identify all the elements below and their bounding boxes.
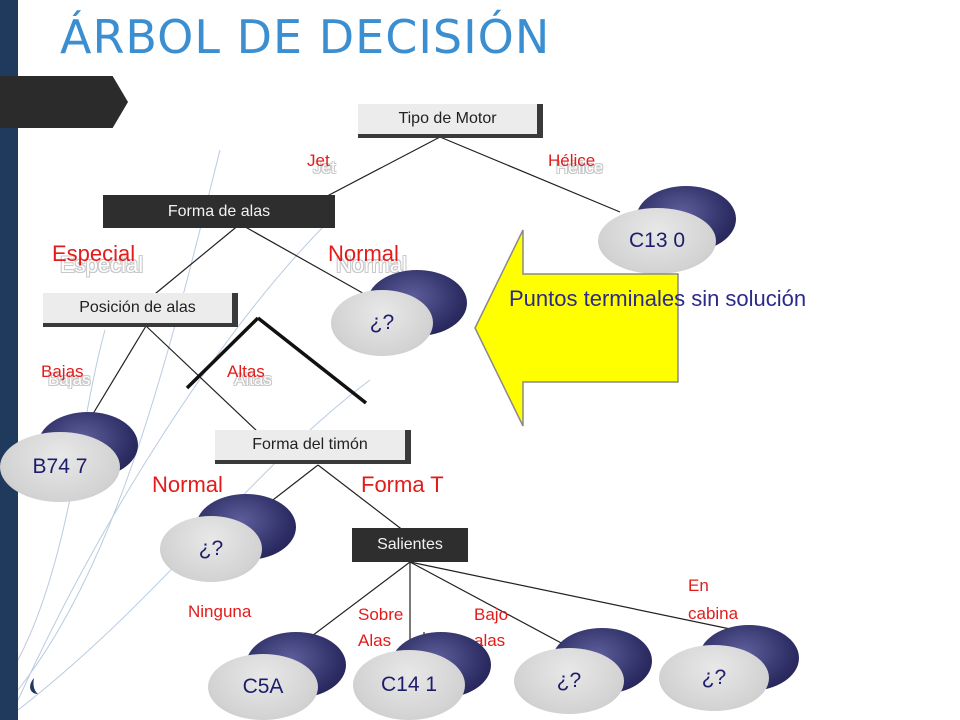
branch-helice-shadow: Hélice xyxy=(556,158,604,177)
edge-en-cabina xyxy=(409,561,736,631)
node-forma-timon-label: Forma del timón xyxy=(215,430,405,460)
leaf-c130-label: C13 0 xyxy=(598,208,716,274)
branch-en-cabina: En cabina xyxy=(688,576,739,623)
node-salientes: Salientes xyxy=(352,528,468,562)
edge-especial xyxy=(149,223,241,299)
edge-helice xyxy=(439,136,621,213)
branch-especial: Especial xyxy=(52,241,136,266)
leaf-unknown-1-label: ¿? xyxy=(331,290,433,356)
branch-bajas-shadow: Bajas xyxy=(48,370,91,389)
leaf-c130: C13 0 xyxy=(598,186,736,274)
node-forma-alas: Forma de alas xyxy=(103,195,335,228)
node-tipo-motor: Tipo de Motor xyxy=(358,104,543,138)
branch-altas-shadow: Altas xyxy=(234,370,272,389)
callout-arrow xyxy=(474,229,679,427)
leaf-unknown-4: ¿? xyxy=(659,625,799,711)
node-posicion-alas: Posición de alas xyxy=(43,293,238,327)
left-accent-bar xyxy=(0,0,18,720)
branch-normal-timon: Normal xyxy=(152,472,223,497)
branch-bajas: Bajas xyxy=(41,362,84,381)
edge-normal-alas xyxy=(239,223,369,297)
cut-line-left xyxy=(185,316,260,390)
leaf-c141-label: C14 1 xyxy=(353,650,465,720)
branch-forma-t: Forma T xyxy=(361,472,444,497)
page-title: ÁRBOL DE DECISIÓN xyxy=(60,10,551,64)
branch-helice: Hélice xyxy=(548,151,596,170)
leaf-c141: C14 1 xyxy=(353,632,491,720)
branch-jet: Jet xyxy=(307,151,330,170)
cut-line-right xyxy=(256,316,368,405)
leaf-unknown-4-label: ¿? xyxy=(659,645,769,711)
branch-especial-shadow: Especial xyxy=(60,252,144,277)
leaf-unknown-3: ¿? xyxy=(514,628,652,714)
leaf-unknown-3-label: ¿? xyxy=(514,648,624,714)
leaf-unknown-2: ¿? xyxy=(160,494,296,582)
node-tipo-motor-label: Tipo de Motor xyxy=(358,104,537,134)
branch-sobre-alas: Sobre Alas xyxy=(358,605,404,650)
leaf-unknown-2-label: ¿? xyxy=(160,516,262,582)
edge-bajo-alas xyxy=(409,561,566,646)
leaf-c5a: C5A xyxy=(208,632,346,720)
branch-altas: Altas xyxy=(227,362,265,381)
leaf-unknown-1: ¿? xyxy=(331,270,467,356)
edge-altas xyxy=(145,325,259,433)
leaf-b747-label: B74 7 xyxy=(0,432,120,502)
branch-ninguna: Ninguna xyxy=(188,602,252,621)
leaf-b747: B74 7 xyxy=(0,412,138,502)
node-posicion-alas-label: Posición de alas xyxy=(43,293,232,323)
left-tab-arrow xyxy=(0,76,128,128)
edge-forma-t xyxy=(317,464,405,532)
branch-jet-shadow: Jet xyxy=(313,158,336,177)
node-forma-timon: Forma del timón xyxy=(215,430,411,464)
leaf-c5a-label: C5A xyxy=(208,654,318,720)
callout-text: Puntos terminales sin solución xyxy=(509,286,807,311)
branch-normal-alas: Normal xyxy=(328,241,399,266)
